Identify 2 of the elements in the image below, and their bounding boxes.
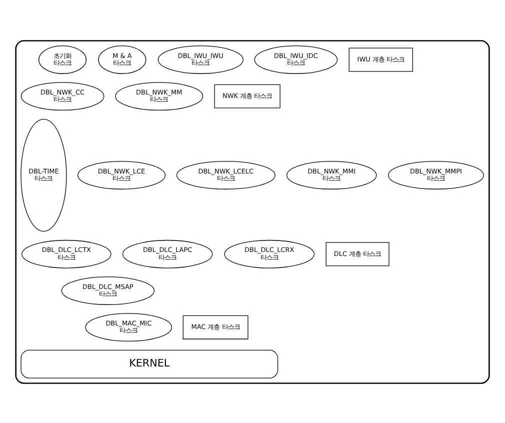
node-box: KERNEL	[20, 349, 278, 378]
cluster	[15, 40, 490, 384]
